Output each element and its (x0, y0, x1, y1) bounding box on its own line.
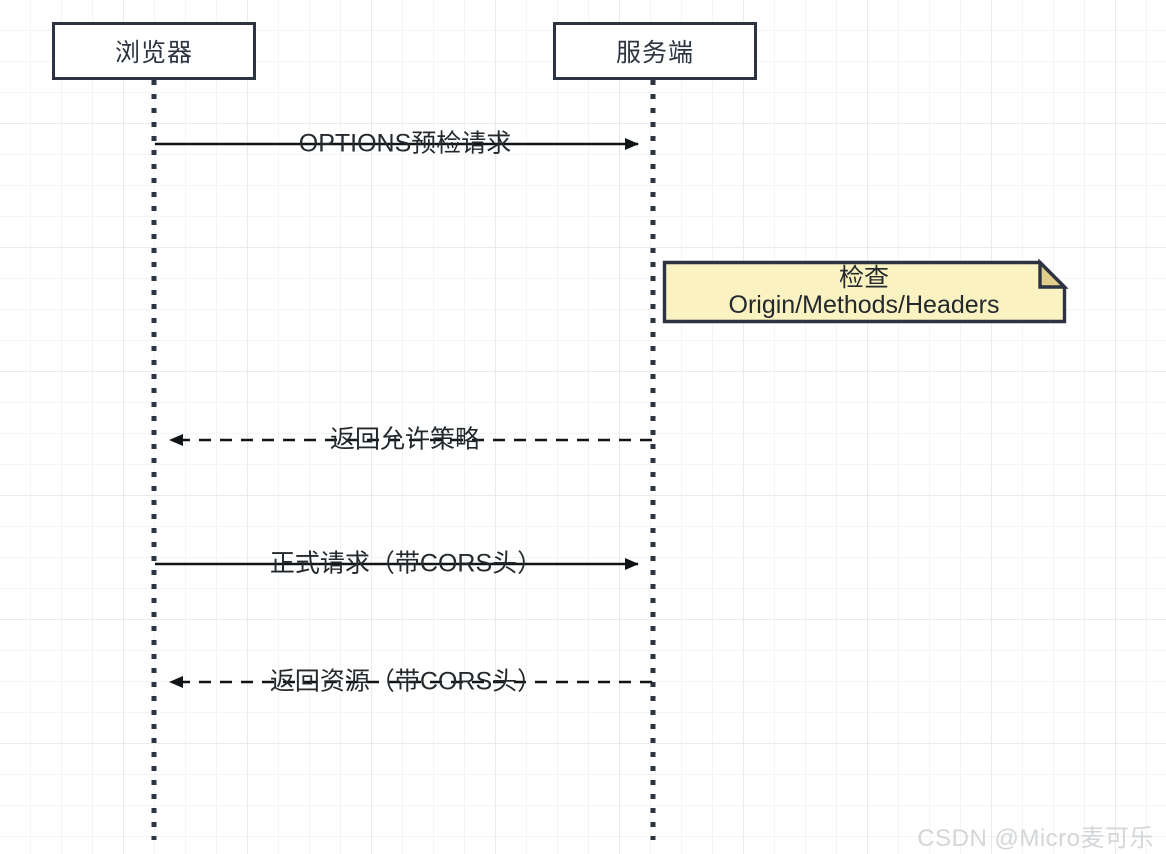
message-label-m4[interactable]: 返回资源（带CORS头） (269, 667, 543, 696)
note-check-line1: 检查 (838, 264, 889, 292)
message-label-m2[interactable]: 返回允许策略 (329, 425, 481, 454)
note-shape (662, 258, 1069, 324)
participant-browser[interactable]: 浏览器 (52, 22, 256, 80)
participant-server[interactable]: 服务端 (553, 22, 757, 80)
watermark-text: CSDN @Micro麦可乐 (917, 825, 1154, 852)
participant-server-label: 服务端 (615, 39, 694, 67)
note-check-origin-methods-headers[interactable]: 检查 Origin/Methods/Headers (663, 261, 1065, 323)
participant-browser-label: 浏览器 (114, 39, 193, 67)
note-check-text: 检查 Origin/Methods/Headers (663, 261, 1065, 323)
note-check-line2: Origin/Methods/Headers (728, 291, 1000, 319)
message-label-m1[interactable]: OPTIONS预检请求 (298, 129, 512, 158)
message-label-m3[interactable]: 正式请求（带CORS头） (269, 549, 543, 578)
